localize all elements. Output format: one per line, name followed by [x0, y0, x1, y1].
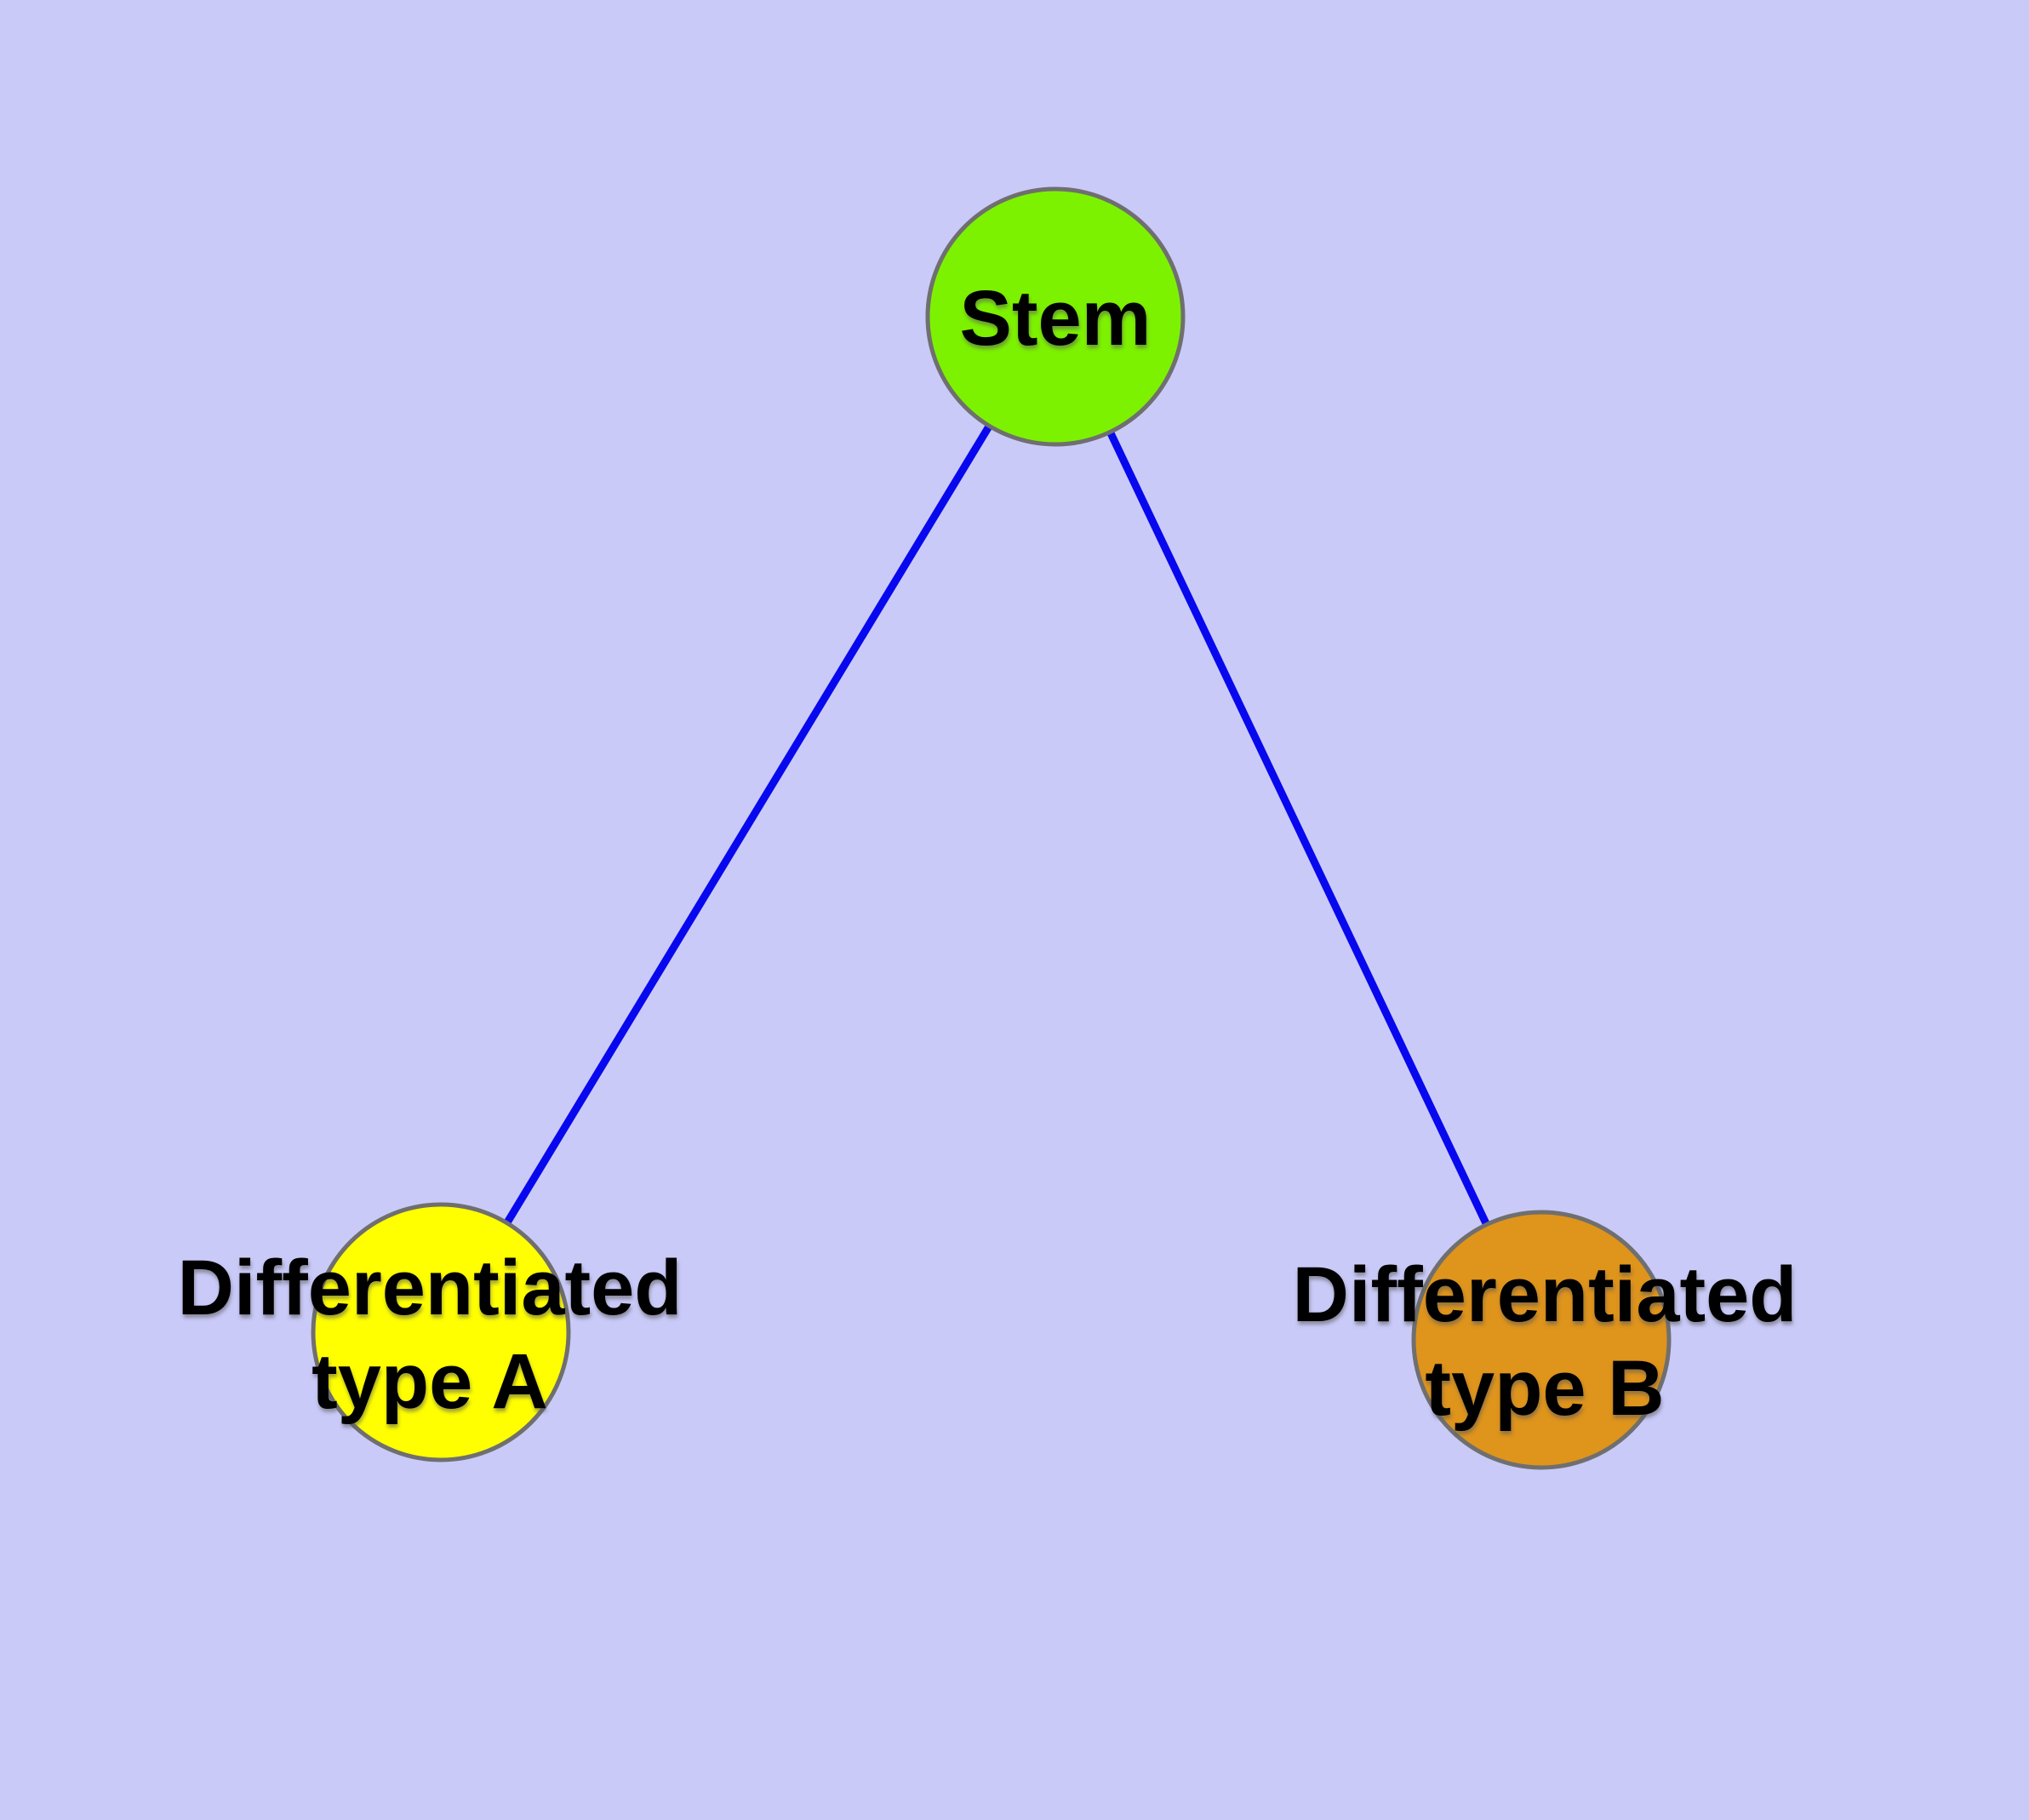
edge-stem-to-type-a: [437, 314, 1059, 1335]
stem-node-label: Stem: [959, 275, 1152, 362]
differentiated-type-a-label-line2: type A: [311, 1338, 548, 1425]
differentiated-type-a-label-line1: Differentiated: [177, 1245, 683, 1331]
differentiated-type-a-node-label: Differentiated type A: [178, 1241, 683, 1428]
differentiated-type-a-node-circle: [311, 1202, 571, 1462]
differentiated-type-b-node-label: Differentiated type B: [1293, 1248, 1798, 1435]
differentiated-type-b-node-circle: [1411, 1210, 1672, 1470]
differentiated-type-b-label-line1: Differentiated: [1292, 1251, 1798, 1338]
edge-stem-to-type-b: [1051, 315, 1546, 1342]
differentiated-type-b-label-line2: type B: [1425, 1345, 1665, 1432]
stem-node-circle: [925, 186, 1186, 447]
